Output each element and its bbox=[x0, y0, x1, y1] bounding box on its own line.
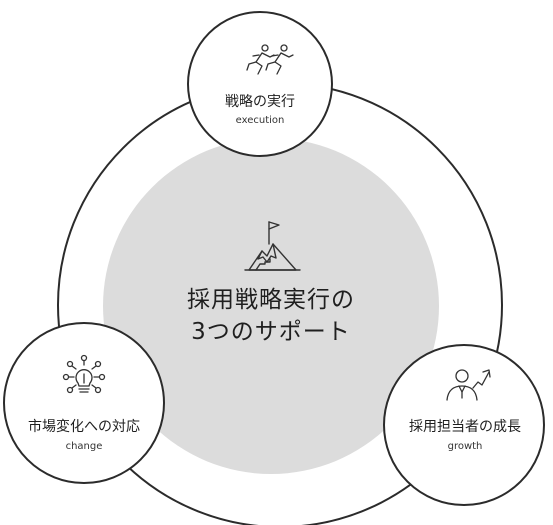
running-people-icon bbox=[246, 44, 294, 75]
person-growth-arrow-icon bbox=[446, 369, 491, 401]
node-left-subtitle: change bbox=[65, 441, 103, 452]
center-title: 採用戦略実行の 3つのサポート bbox=[146, 284, 396, 348]
node-top-title: 戦略の実行 bbox=[225, 94, 295, 110]
node-left-title: 市場変化への対応 bbox=[28, 419, 140, 435]
center-title-line2: 3つのサポート bbox=[191, 319, 351, 345]
node-circle-top bbox=[187, 11, 333, 157]
node-circle-left bbox=[3, 322, 165, 484]
node-right: 採用担当者の成長 growth bbox=[389, 418, 541, 453]
node-right-subtitle: growth bbox=[447, 441, 483, 452]
mountain-flag-icon bbox=[244, 221, 301, 271]
center-disc bbox=[103, 138, 439, 474]
node-right-title: 採用担当者の成長 bbox=[409, 419, 521, 435]
lightbulb-network-icon bbox=[62, 354, 106, 394]
node-top-subtitle: execution bbox=[235, 115, 285, 126]
center-title-line1: 採用戦略実行の bbox=[187, 287, 355, 313]
node-left: 市場変化への対応 change bbox=[8, 418, 160, 453]
node-top: 戦略の実行 execution bbox=[190, 93, 330, 127]
node-circle-right bbox=[383, 344, 545, 506]
